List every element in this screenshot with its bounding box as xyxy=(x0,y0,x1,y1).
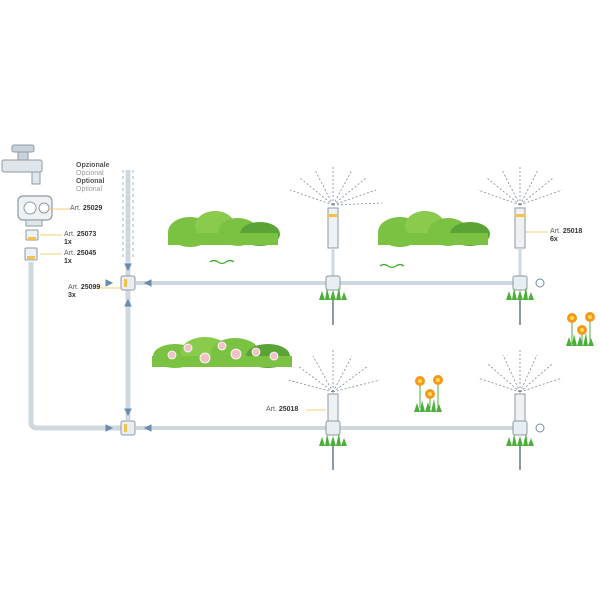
flowers-middle xyxy=(414,375,443,412)
optional-note-es: Opcional xyxy=(76,170,104,177)
tee-connector-lower xyxy=(120,420,136,436)
part-label-25045: Art. 25045 1x xyxy=(64,250,97,265)
part-qty: 1x xyxy=(64,239,72,246)
part-label-25099: Art. 25099 3x xyxy=(68,284,101,299)
hedge-top-left xyxy=(168,211,280,265)
flowers-right xyxy=(566,312,595,346)
water-timer-icon xyxy=(17,195,53,227)
part-label-25073: Art. 25073 1x xyxy=(64,231,97,246)
hedge-top-right xyxy=(378,211,490,269)
tee-connector-upper xyxy=(120,275,136,291)
optional-note-it: Opzionale xyxy=(76,162,110,169)
part-qty: 1x xyxy=(64,258,72,265)
part-label-25029: Art. 25029 xyxy=(70,205,103,212)
hedge-flowering xyxy=(152,337,292,368)
part-label-25018-lower: Art. 25018 xyxy=(266,406,299,413)
part-label-25018-upper: Art. 25018 6x xyxy=(550,228,583,243)
sprinkler-upper-right xyxy=(477,166,563,325)
optional-note: Opzionale Opcional Optional Optional xyxy=(76,162,109,194)
part-qty: 3x xyxy=(68,292,76,299)
faucet-icon xyxy=(1,144,43,185)
supply-pipes xyxy=(28,170,520,431)
sprinkler-lower-left xyxy=(287,350,381,470)
sprinkler-upper-left xyxy=(289,166,383,325)
tap-connector-icon xyxy=(24,229,39,261)
optional-note-en: Optional xyxy=(76,186,103,193)
part-qty: 6x xyxy=(550,236,558,243)
flow-arrows xyxy=(105,263,152,432)
optional-note-de: Optional xyxy=(76,178,105,185)
sprinkler-lower-right xyxy=(477,350,563,470)
